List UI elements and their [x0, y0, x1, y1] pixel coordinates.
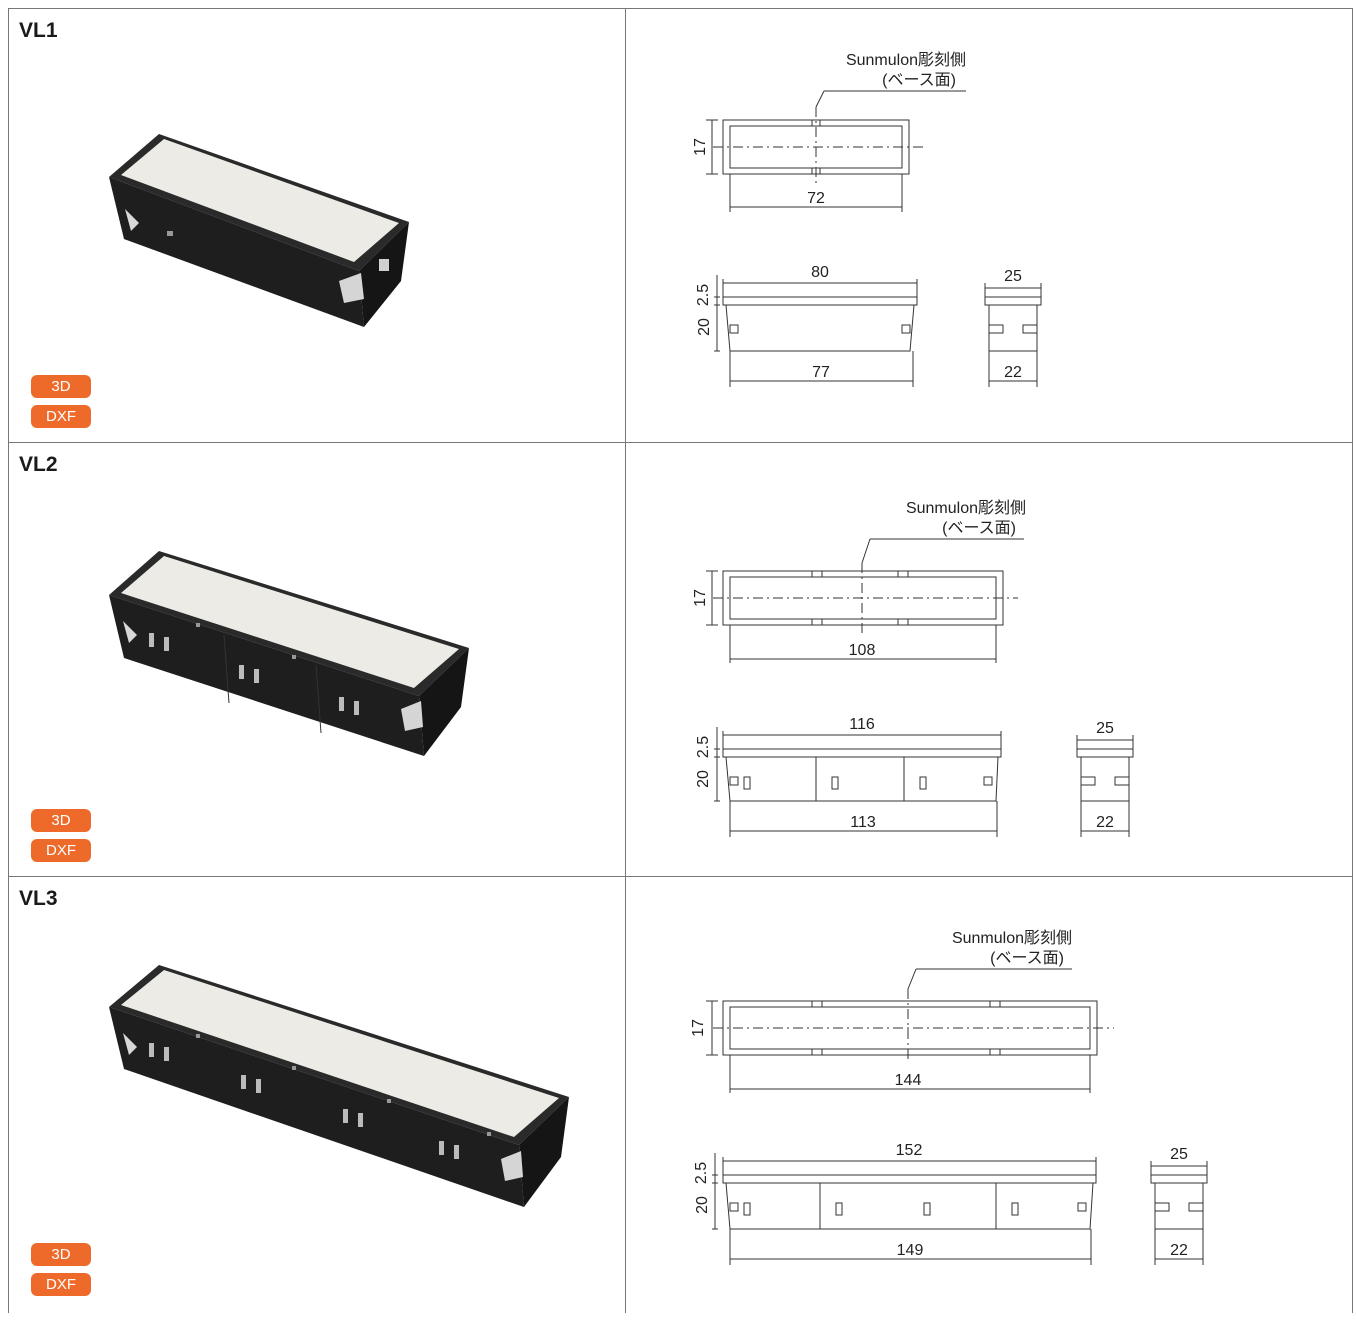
product-photo — [109, 965, 569, 1207]
dim-end-bottom: 22 — [1096, 814, 1114, 831]
dim-side-height: 20 — [695, 770, 712, 788]
dim-end-bottom: 22 — [1004, 364, 1022, 381]
table-row: VL2 3D DXF — [9, 443, 1353, 877]
dimension-drawing: Sunmulon彫刻側 (ベース面) 17 72 80 2.5 20 77 25… — [692, 51, 1042, 387]
dim-end-width: 25 — [1096, 720, 1114, 737]
download-dxf-button[interactable]: DXF — [31, 1273, 91, 1296]
dim-end-bottom: 22 — [1170, 1242, 1188, 1259]
download-3d-button[interactable]: 3D — [31, 809, 91, 832]
dim-side-bottom: 77 — [812, 364, 830, 381]
download-3d-button[interactable]: 3D — [31, 375, 91, 398]
model-name: VL2 — [19, 453, 58, 476]
download-3d-button[interactable]: 3D — [31, 1243, 91, 1266]
product-cell: VL2 3D DXF — [9, 443, 626, 876]
dim-side-bottom: 113 — [850, 814, 876, 831]
product-photo — [109, 134, 409, 327]
dimension-cell: Sunmulon彫刻側 (ベース面) 17 108 116 2.5 20 113… — [626, 443, 1353, 876]
dim-side-width: 152 — [896, 1142, 923, 1159]
dim-side-width: 80 — [811, 264, 829, 281]
dim-top-width: 72 — [807, 190, 825, 207]
model-name: VL3 — [19, 887, 58, 910]
dim-top-height: 17 — [692, 138, 709, 156]
engraving-sublabel: (ベース面) — [882, 72, 956, 89]
dimension-cell: Sunmulon彫刻側 (ベース面) 17 72 80 2.5 20 77 25… — [626, 9, 1353, 442]
engraving-label: Sunmulon彫刻側 — [846, 51, 966, 69]
table-row: VL1 3D DXF — [9, 9, 1353, 443]
dim-side-bottom: 149 — [897, 1242, 924, 1259]
dim-top-width: 108 — [849, 642, 876, 659]
table-row: VL3 3D DXF — [9, 877, 1353, 1313]
engraving-label: Sunmulon彫刻側 — [906, 499, 1026, 517]
dim-side-height: 20 — [694, 1196, 711, 1214]
engraving-label: Sunmulon彫刻側 — [952, 929, 1072, 947]
product-table: VL1 3D DXF — [8, 8, 1353, 1313]
dimension-drawing: Sunmulon彫刻側 (ベース面) 17 144 152 2.5 20 149… — [690, 929, 1208, 1265]
product-photo — [109, 551, 469, 756]
product-cell: VL1 3D DXF — [9, 9, 626, 442]
dim-side-height: 20 — [696, 318, 713, 336]
dim-side-top: 2.5 — [695, 284, 712, 306]
download-dxf-button[interactable]: DXF — [31, 405, 91, 428]
dimension-drawing: Sunmulon彫刻側 (ベース面) 17 108 116 2.5 20 113… — [692, 499, 1134, 837]
engraving-sublabel: (ベース面) — [942, 520, 1016, 537]
engraving-sublabel: (ベース面) — [990, 950, 1064, 967]
dim-top-height: 17 — [690, 1019, 707, 1037]
dim-side-width: 116 — [849, 716, 875, 733]
dim-side-top: 2.5 — [695, 736, 712, 758]
download-dxf-button[interactable]: DXF — [31, 839, 91, 862]
model-name: VL1 — [19, 19, 58, 42]
product-cell: VL3 3D DXF — [9, 877, 626, 1313]
dim-end-width: 25 — [1004, 268, 1022, 285]
dim-top-width: 144 — [895, 1072, 922, 1089]
dimension-cell: Sunmulon彫刻側 (ベース面) 17 144 152 2.5 20 149… — [626, 877, 1353, 1313]
dim-top-height: 17 — [692, 589, 709, 607]
dim-end-width: 25 — [1170, 1146, 1188, 1163]
dim-side-top: 2.5 — [693, 1162, 710, 1184]
